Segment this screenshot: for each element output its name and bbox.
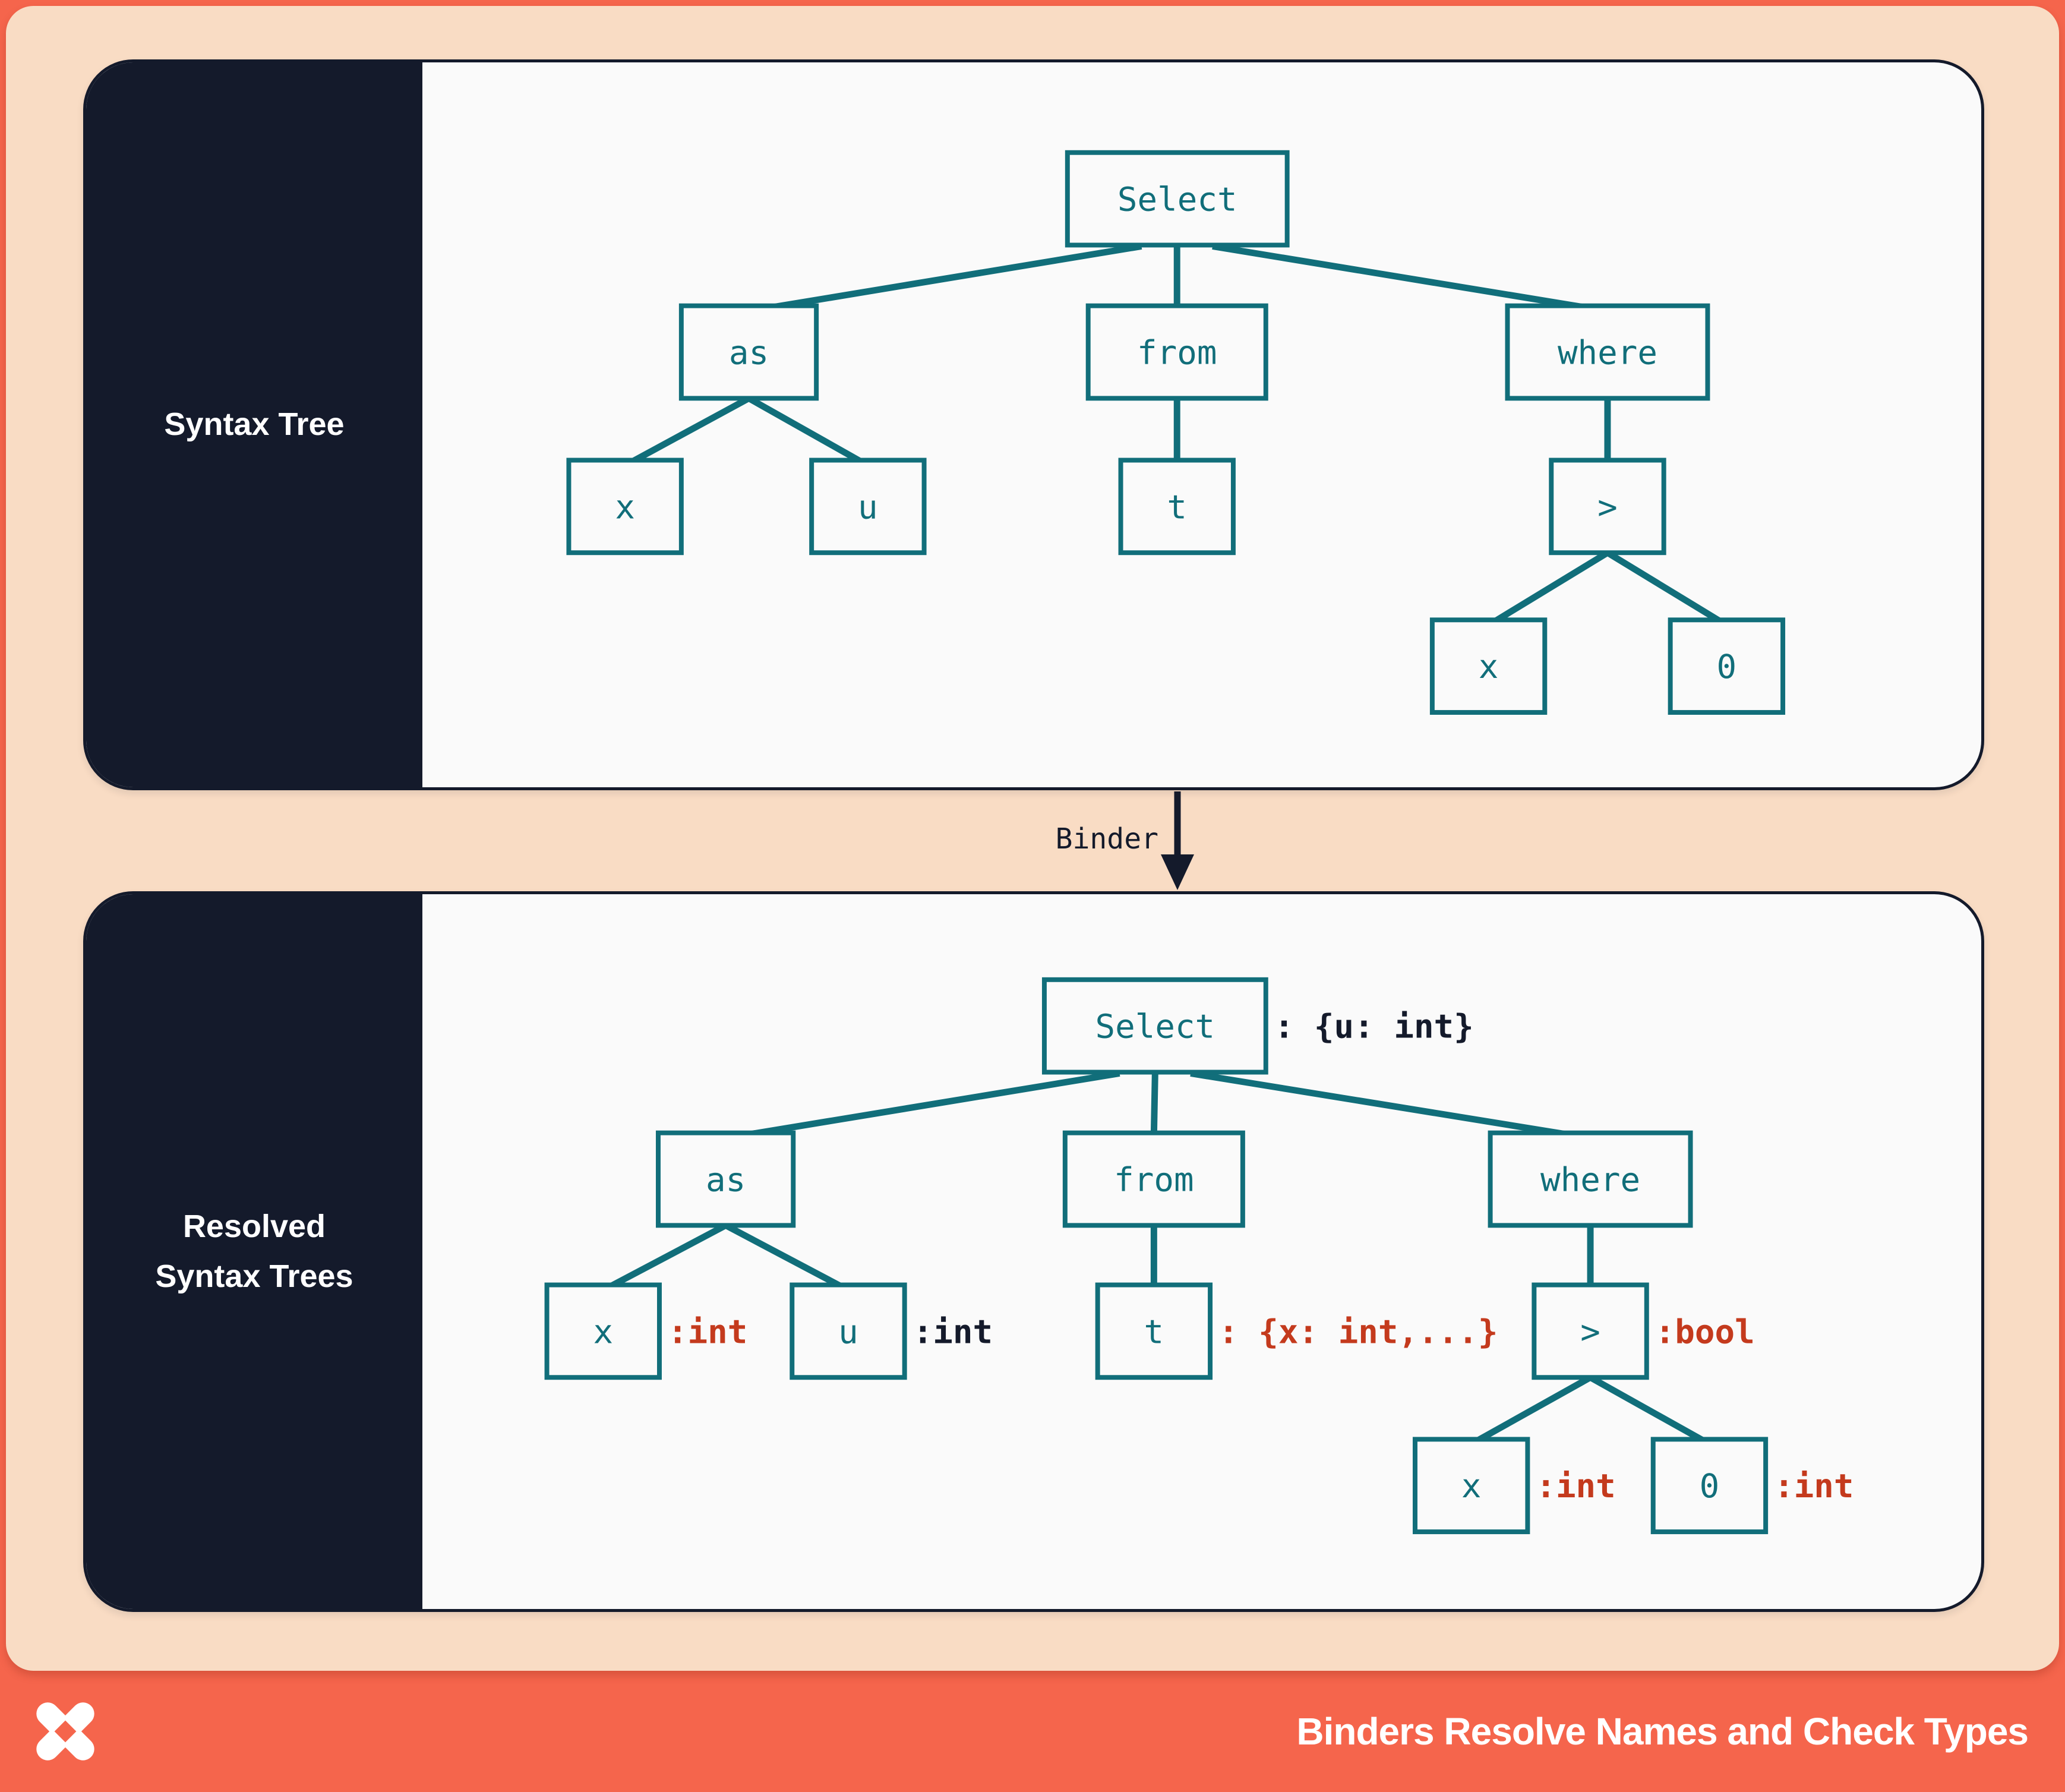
tree-node-box	[1650, 1437, 1769, 1535]
tree-edge	[1212, 243, 1608, 314]
panel-syntax-tree: Select as from where x u t > x 0 Syntax Tree	[83, 59, 1984, 790]
tree-node-box	[678, 303, 819, 401]
tree-node-box	[1488, 1130, 1693, 1228]
tree-node-box	[790, 1282, 907, 1380]
tree-node-box	[1549, 458, 1666, 556]
tree-node-from: from	[1085, 303, 1268, 401]
tree-node-label: where	[1558, 334, 1657, 373]
tree-node-label: x	[615, 488, 635, 526]
tree-node-as-x: x	[566, 458, 684, 556]
tree-edge	[1589, 1374, 1712, 1447]
tree-node-box	[544, 1282, 662, 1380]
tree-node-box	[1429, 617, 1548, 715]
tree-node-box	[1668, 617, 1786, 715]
tree-edge	[724, 1222, 850, 1293]
footer-bar: Binders Resolve Names and Check Types	[0, 1671, 2065, 1792]
tree-node-gt: > :bool	[1532, 1282, 1755, 1380]
tree-node-select: Select : {u: int}	[1041, 977, 1474, 1075]
tree-node-as-x: x :int	[544, 1282, 747, 1380]
tree-node-as: as	[678, 303, 819, 401]
tree-node-label: where	[1540, 1161, 1640, 1200]
tree-edge	[1150, 1072, 1158, 1134]
sidebar-label-line: Resolved	[182, 1208, 326, 1244]
tree-node-box	[566, 458, 684, 556]
panel-sidebar: Syntax Tree	[86, 62, 422, 787]
tree-edge	[748, 243, 1142, 314]
tree-node-label: 0	[1717, 648, 1737, 686]
type-annotation: : {x: int,...}	[1218, 1313, 1498, 1352]
tree-node-gt-x: x	[1429, 617, 1548, 715]
tree-edge	[1470, 1374, 1592, 1447]
tree-node-box	[1041, 977, 1268, 1075]
tree-node-gt-x: x :int	[1412, 1437, 1616, 1535]
tree-node-where: where	[1505, 303, 1710, 401]
tree-node-label: as	[729, 334, 769, 373]
tree-node-gt: >	[1549, 458, 1666, 556]
sidebar-label-line: Syntax Tree	[164, 406, 345, 443]
syntax-tree-diagram: Select as from where x u t > x 0	[566, 150, 1786, 715]
tree-edge	[601, 1222, 728, 1293]
sidebar-label: Syntax Tree	[164, 400, 344, 450]
tree-node-label: from	[1114, 1161, 1193, 1200]
tree-edge	[725, 1070, 1120, 1141]
type-annotation: :int	[913, 1313, 993, 1352]
tree-node-label: u	[838, 1313, 858, 1352]
footer-title: Binders Resolve Names and Check Types	[1296, 1710, 2029, 1753]
tree-node-gt-zero: 0 :int	[1650, 1437, 1854, 1535]
type-annotation: :int	[1536, 1467, 1615, 1506]
tree-node-as-u: u	[809, 458, 927, 556]
type-annotation: :int	[1774, 1467, 1854, 1506]
tree-node-box	[1062, 1130, 1245, 1228]
tree-node-box	[655, 1130, 796, 1228]
tree-node-label: as	[706, 1161, 746, 1200]
tree-node-where: where	[1488, 1130, 1693, 1228]
tree-node-label: u	[858, 488, 878, 526]
tree-node-label: t	[1144, 1313, 1164, 1352]
tree-node-box	[1095, 1282, 1213, 1380]
down-arrow-icon	[1161, 791, 1194, 890]
resolved-syntax-tree-diagram: Select : {u: int} as from where x :int u :int t : …	[544, 977, 1854, 1535]
tree-node-select: Select	[1065, 150, 1290, 248]
tree-node-from-t: t : {x: int,...}	[1095, 1282, 1498, 1380]
tree-node-label: x	[1461, 1467, 1482, 1506]
tree-edge	[1486, 550, 1609, 628]
type-annotation: : {u: int}	[1274, 1008, 1474, 1046]
tree-edge	[623, 395, 751, 469]
tree-node-as-u: u :int	[790, 1282, 993, 1380]
type-annotation: :bool	[1655, 1313, 1755, 1352]
tree-node-box	[1505, 303, 1710, 401]
tree-edge	[747, 395, 870, 469]
tree-node-box	[1412, 1437, 1530, 1535]
binder-step-label: Binder	[1055, 822, 1158, 856]
type-annotation: :int	[668, 1313, 747, 1352]
tree-node-box	[1085, 303, 1268, 401]
tree-node-as: as	[655, 1130, 796, 1228]
tree-node-from: from	[1062, 1130, 1245, 1228]
tree-node-label: x	[593, 1313, 613, 1352]
tree-node-label: >	[1580, 1313, 1600, 1352]
tree-node-box	[809, 458, 927, 556]
tree-node-label: Select	[1117, 181, 1237, 219]
tree-node-box	[1065, 150, 1290, 248]
sidebar-label-line: Syntax Trees	[155, 1258, 353, 1294]
tree-node-label: x	[1479, 648, 1499, 686]
tree-edge	[1190, 1070, 1591, 1141]
tree-node-label: Select	[1095, 1008, 1215, 1046]
tree-node-label: >	[1597, 488, 1618, 526]
tree-node-box	[1118, 458, 1236, 556]
tree-node-box	[1532, 1282, 1649, 1380]
pinwheel-x-logo-icon	[36, 1702, 94, 1761]
tree-node-label: 0	[1700, 1467, 1720, 1506]
tree-node-label: from	[1137, 334, 1217, 373]
tree-node-from-t: t	[1118, 458, 1236, 556]
tree-edge	[1606, 550, 1729, 628]
tree-node-gt-zero: 0	[1668, 617, 1786, 715]
panel-resolved-syntax-trees: Select : {u: int} as from where x :int u :int t : …	[83, 891, 1984, 1612]
tree-node-label: t	[1167, 488, 1187, 526]
